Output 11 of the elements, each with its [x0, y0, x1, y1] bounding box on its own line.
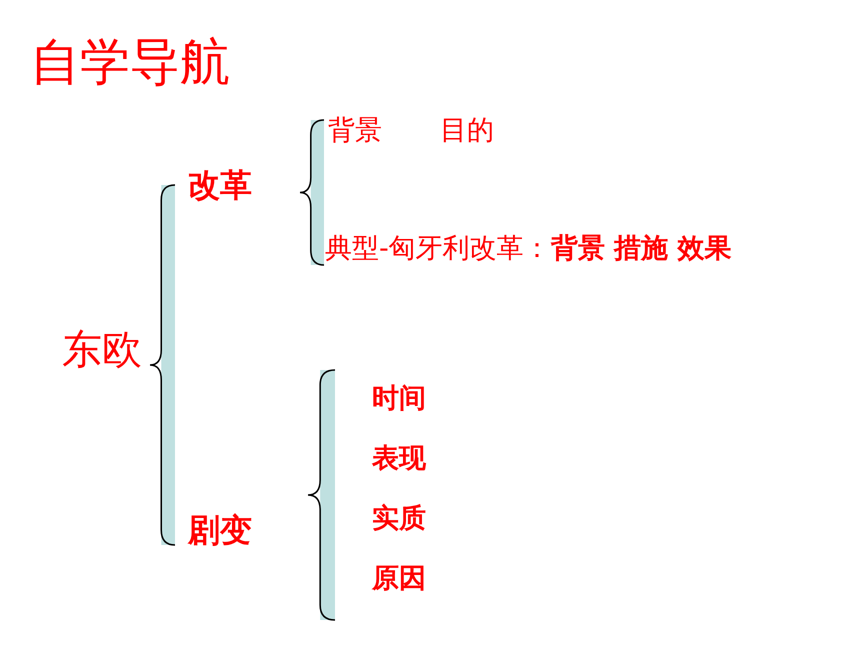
branch-item: 目的 [440, 116, 494, 146]
branch-item: 实质 [372, 504, 426, 534]
root-heading: 东欧 [62, 328, 142, 372]
branch-item: 表现 [372, 444, 426, 474]
branch-item: 典型-匈牙利改革：背景 措施 效果 [325, 234, 732, 264]
branch-item: 背景 [328, 116, 382, 146]
title: 自学导航 [30, 35, 230, 90]
branch-item: 时间 [372, 384, 426, 414]
branch-heading: 剧变 [188, 513, 252, 548]
branch-heading: 改革 [188, 168, 252, 204]
branch-item: 原因 [372, 564, 426, 594]
